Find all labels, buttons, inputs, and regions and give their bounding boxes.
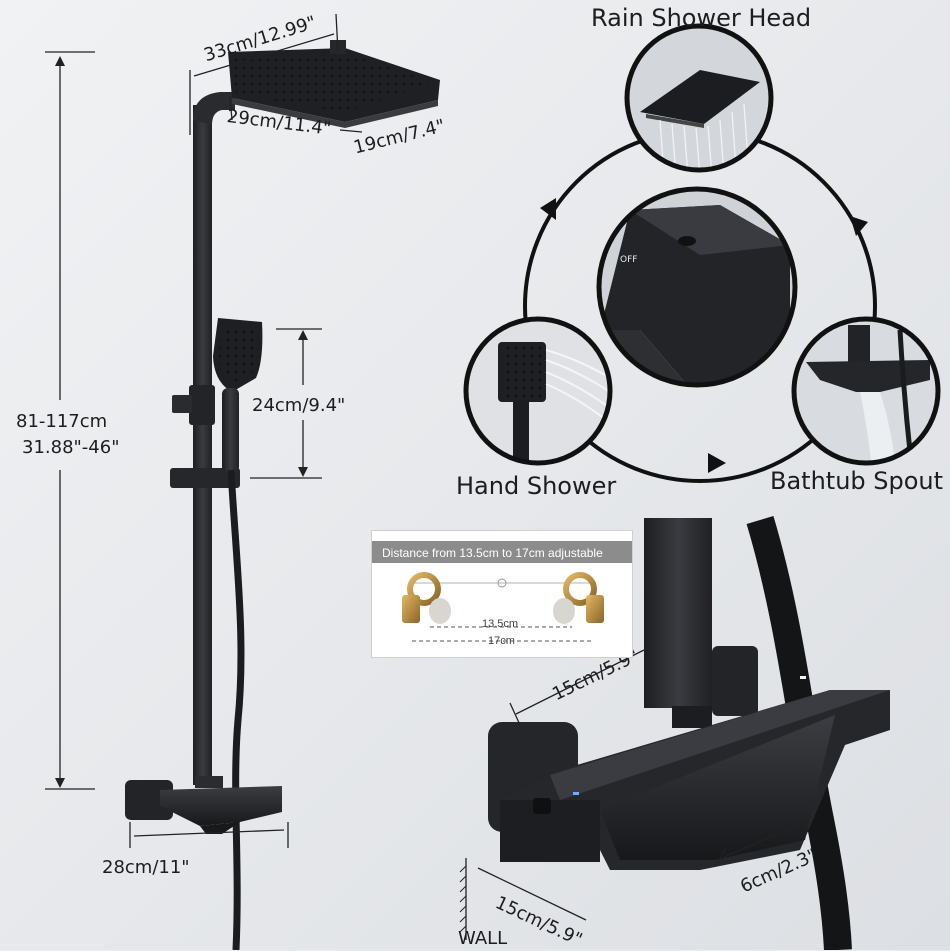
hand-shower-title: Hand Shower — [456, 472, 617, 500]
max-distance-label: 17cm — [488, 635, 515, 647]
valve-off-label: OFF — [620, 255, 637, 265]
slide-bracket — [170, 468, 240, 488]
valve-callout: OFF — [596, 186, 798, 388]
hose — [227, 469, 245, 950]
adjustable-distance-panel: Distance from 13.5cm to 17cm adjustable … — [371, 530, 633, 658]
closeup-riser — [644, 518, 712, 708]
rain-head-callout — [624, 23, 774, 173]
rain-shower-head — [228, 40, 440, 128]
cycle-arrow-left-icon — [540, 198, 556, 220]
bathtub-spout-callout — [791, 316, 941, 466]
hand-shower — [213, 318, 263, 473]
mixer-valve — [125, 776, 282, 834]
cycle-arrow-bottom-icon — [708, 453, 726, 473]
cycle-arrow-right-icon — [850, 216, 868, 236]
right-connector — [553, 572, 604, 624]
adjustable-panel-title: Distance from 13.5cm to 17cm adjustable — [382, 546, 603, 560]
total-height-in-label: 31.88"-46" — [22, 437, 120, 458]
eccentric-connectors-image — [402, 572, 604, 642]
shower-column — [170, 92, 240, 785]
bathtub-spout-title: Bathtub Spout — [770, 467, 944, 495]
slide-bar-holder — [189, 385, 215, 425]
total-height-cm-label: 81-117cm — [16, 411, 108, 432]
rain-shower-head-title: Rain Shower Head — [591, 4, 812, 32]
mixer-width-label: 28cm/11" — [102, 857, 190, 878]
min-distance-label: 13.5cm — [482, 618, 519, 630]
hand-shower-callout — [463, 316, 613, 466]
left-connector — [402, 572, 451, 624]
closeup-dimension-lines — [459, 649, 809, 940]
wall-label: WALL — [458, 928, 508, 949]
hand-height-label: 24cm/9.4" — [252, 395, 346, 416]
dimension-lines — [45, 13, 363, 848]
mixer-closeup — [488, 515, 890, 950]
adjustable-panel-header: Distance from 13.5cm to 17cm adjustable — [372, 541, 632, 563]
